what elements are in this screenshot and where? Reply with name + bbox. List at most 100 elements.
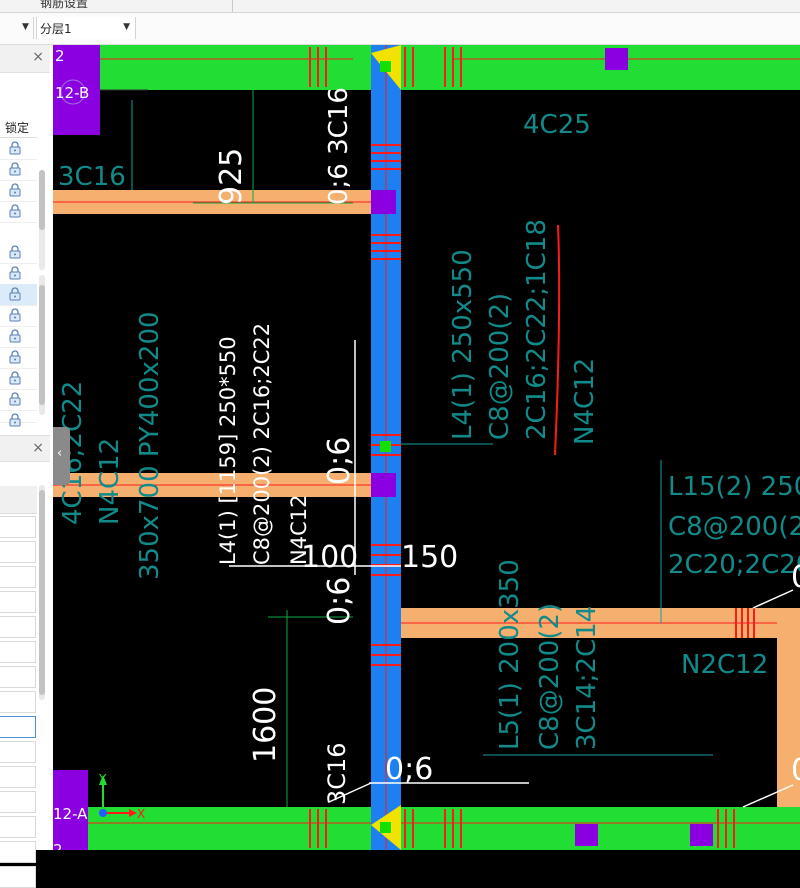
lock-icon[interactable] (9, 245, 21, 259)
lock-icon[interactable] (9, 266, 21, 280)
annotation-left-v3[interactable]: 350x700 PY400x200 (135, 311, 165, 580)
annotation-l4-white-1[interactable]: L4(1) [1159] 250*550 (216, 336, 240, 565)
drawing-canvas[interactable]: Y X 2 12-B 12-A 2 3C16 4C25 L15(2) 250 C… (53, 45, 800, 850)
close-icon[interactable]: × (32, 49, 44, 65)
scrollbar[interactable] (39, 275, 45, 415)
chevron-down-icon: ▼ (123, 22, 130, 32)
node-marker[interactable] (380, 61, 391, 72)
purple-column[interactable] (575, 824, 598, 846)
annotation-l4-cyan-1[interactable]: L4(1) 250x550 (448, 249, 478, 440)
lock-row[interactable] (0, 368, 37, 390)
bottom-wall[interactable] (53, 807, 800, 850)
top-wall[interactable] (53, 45, 800, 90)
annotation-l4-cyan-3[interactable]: 2C16;2C22;1C18 (522, 219, 552, 440)
lock-icon[interactable] (9, 162, 21, 176)
beam-right-vertical[interactable] (777, 608, 800, 807)
property-field[interactable] (0, 791, 36, 813)
dim-100[interactable]: 100 (301, 540, 358, 575)
annotation-l4-white-3[interactable]: N4C12 (287, 495, 311, 565)
purple-column[interactable] (605, 48, 628, 70)
annotation-l5-3[interactable]: 3C14;2C14 (572, 606, 602, 750)
property-field[interactable] (0, 766, 36, 788)
purple-column[interactable] (690, 824, 713, 846)
property-field-focused[interactable] (0, 716, 36, 738)
property-field[interactable] (0, 566, 36, 588)
property-field[interactable] (0, 816, 36, 838)
dim-925[interactable]: 925 (214, 148, 249, 205)
annotation-top-rebar[interactable]: 3C16 (58, 162, 126, 192)
annotation-low-06[interactable]: 0;6 (322, 577, 357, 625)
panel2-column-header (0, 486, 37, 514)
scrollbar-thumb[interactable] (39, 285, 45, 405)
annotation-mid-06[interactable]: 0;6 (322, 437, 357, 485)
scrollbar[interactable] (39, 170, 45, 270)
layer-select[interactable]: 分层1 ▼ (36, 17, 136, 39)
lock-row[interactable] (0, 410, 37, 427)
annotation-l15-2[interactable]: C8@200(2) (668, 512, 800, 542)
property-field[interactable] (0, 516, 36, 538)
property-field[interactable] (0, 541, 36, 563)
annotation-left-v2[interactable]: N4C12 (95, 438, 125, 525)
lock-icon[interactable] (9, 371, 21, 385)
dim-150[interactable]: 150 (401, 540, 458, 575)
lock-icon[interactable] (9, 308, 21, 322)
property-field[interactable] (0, 691, 36, 713)
lock-row[interactable] (0, 305, 37, 327)
scrollbar[interactable] (39, 485, 45, 700)
close-icon[interactable]: × (32, 440, 44, 456)
purple-column[interactable] (371, 190, 396, 214)
annotation-n2c12[interactable]: N2C12 (681, 650, 768, 680)
annotation-right-06-top[interactable]: 0; (791, 560, 800, 595)
lock-icon[interactable] (9, 204, 21, 218)
property-field[interactable] (0, 616, 36, 638)
lock-row[interactable] (0, 201, 37, 223)
lock-row-selected[interactable] (0, 284, 37, 306)
annotation-l4-cyan-4[interactable]: N4C12 (570, 358, 600, 445)
chevron-left-icon: ‹ (57, 446, 63, 461)
property-field[interactable] (0, 641, 36, 663)
lock-row[interactable] (0, 347, 37, 369)
property-field[interactable] (0, 841, 36, 863)
dim-1600[interactable]: 1600 (248, 687, 283, 763)
lock-row[interactable] (0, 389, 37, 411)
left-dropdown[interactable]: ▼ (0, 17, 34, 39)
annotation-l15-1[interactable]: L15(2) 250 (668, 472, 800, 502)
annotation-l5-1[interactable]: L5(1) 200x350 (495, 559, 525, 750)
side-panel: × 锁定 × (0, 45, 53, 888)
lock-icon[interactable] (9, 329, 21, 343)
lock-icon[interactable] (9, 413, 21, 427)
node-marker[interactable] (380, 822, 391, 833)
panel-collapse-tab[interactable]: ‹ (53, 427, 70, 485)
annotation-bottom-3c16[interactable]: 3C16 (323, 742, 351, 805)
lock-row[interactable] (0, 242, 37, 264)
annotation-l5-2[interactable]: C8@200(2) (535, 603, 565, 750)
annotation-bottom-06[interactable]: 0;6 (385, 752, 433, 787)
axis-tag-bottom[interactable] (53, 770, 88, 850)
lock-row[interactable] (0, 263, 37, 285)
lock-row[interactable] (0, 326, 37, 348)
lock-row[interactable] (0, 138, 37, 160)
annotation-col-top[interactable]: 0;6 3C16 (324, 87, 354, 205)
lock-icon[interactable] (9, 287, 21, 301)
property-field[interactable] (0, 741, 36, 763)
scrollbar-thumb[interactable] (39, 490, 45, 695)
property-field[interactable] (0, 866, 36, 888)
annotation-l4-cyan-2[interactable]: C8@200(2) (485, 293, 515, 440)
lock-icon[interactable] (9, 141, 21, 155)
annotation-right-06-bottom[interactable]: 0 (791, 753, 800, 788)
menu-title[interactable]: 钢筋设置 (40, 0, 89, 10)
lock-icon[interactable] (9, 392, 21, 406)
property-field[interactable] (0, 666, 36, 688)
node-marker[interactable] (380, 441, 391, 452)
cad-drawing[interactable]: Y X 2 12-B 12-A 2 3C16 4C25 L15(2) 250 C… (53, 45, 800, 850)
lock-icon[interactable] (9, 350, 21, 364)
scrollbar-thumb[interactable] (39, 170, 45, 230)
lock-row[interactable] (0, 180, 37, 202)
lock-icon[interactable] (9, 183, 21, 197)
annotation-4c25[interactable]: 4C25 (523, 110, 591, 140)
purple-column[interactable] (371, 473, 396, 497)
annotation-l4-white-2[interactable]: C8@200(2) 2C16;2C22 (250, 323, 274, 565)
property-field[interactable] (0, 591, 36, 613)
lock-row[interactable] (0, 159, 37, 181)
annotation-l15-3[interactable]: 2C20;2C20 (668, 550, 800, 580)
